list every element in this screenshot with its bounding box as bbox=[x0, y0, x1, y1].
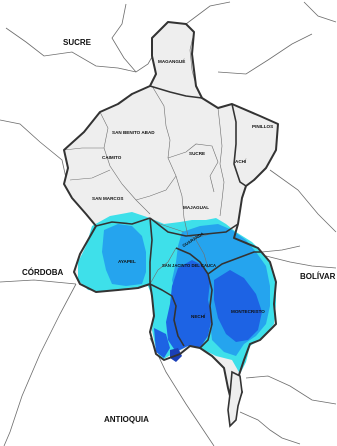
muni-label-san-marcos: SAN MARCOS bbox=[92, 196, 123, 201]
muni-label-san-benito-abad: SAN BENITO ABAD bbox=[112, 130, 155, 135]
subregion-line bbox=[95, 217, 151, 227]
flood-zone-dark bbox=[154, 328, 170, 358]
subregion-line bbox=[149, 283, 185, 347]
boundary-line bbox=[245, 375, 337, 405]
muni-label-majagual: MAJAGUAL bbox=[183, 205, 209, 210]
muni-label-ayapel: AYAPEL bbox=[118, 259, 136, 264]
muni-label-sucre: SUCRE bbox=[189, 151, 205, 156]
muni-line bbox=[217, 107, 225, 217]
muni-label-pinillos: PINILLOS bbox=[252, 124, 273, 129]
subregion-line bbox=[149, 85, 203, 99]
boundary-line bbox=[149, 337, 215, 446]
flood-layers bbox=[78, 212, 276, 374]
boundary-line bbox=[261, 245, 301, 253]
department-labels: SUCRE CÓRDOBA BOLÍVAR ANTIOQUIA bbox=[22, 38, 336, 424]
dept-label-cordoba: CÓRDOBA bbox=[22, 268, 64, 277]
subregion-line bbox=[149, 217, 239, 237]
boundary-line bbox=[0, 119, 67, 179]
muni-label-caimito: CAIMITO bbox=[102, 155, 122, 160]
muni-label-magangue: MAGANGUÉ bbox=[158, 57, 185, 64]
boundary-line bbox=[3, 283, 77, 446]
muni-label-achi: ACHÍ bbox=[235, 157, 247, 164]
muni-line bbox=[167, 143, 219, 193]
dept-label-antioquia: ANTIOQUIA bbox=[104, 415, 149, 424]
dept-label-sucre: SUCRE bbox=[63, 38, 92, 47]
boundary-line bbox=[217, 33, 313, 75]
subregion-line bbox=[175, 247, 213, 349]
region-tail bbox=[227, 370, 243, 428]
flood-zone-dark bbox=[214, 270, 262, 342]
muni-line bbox=[69, 169, 111, 181]
boundary-line bbox=[185, 1, 231, 25]
municipal-boundaries bbox=[63, 31, 239, 285]
muni-label-montecristo: MONTECRISTO bbox=[231, 309, 265, 314]
muni-label-san-jacinto-del-cauca: SAN JACINTO DEL CAUCA bbox=[162, 263, 216, 268]
boundary-line bbox=[5, 27, 157, 73]
boundary-line bbox=[265, 255, 337, 269]
muni-line bbox=[195, 239, 209, 269]
muni-line bbox=[149, 247, 177, 285]
flood-zone-dark bbox=[166, 260, 212, 352]
subregion-line bbox=[149, 217, 153, 284]
muni-label-nechi: NECHÍ bbox=[191, 312, 206, 319]
flood-zone-medium bbox=[102, 224, 146, 286]
dept-label-bolivar: BOLÍVAR bbox=[300, 272, 336, 281]
boundary-line bbox=[111, 3, 137, 73]
boundary-line bbox=[239, 411, 301, 445]
boundary-line bbox=[269, 169, 337, 233]
boundary-line bbox=[0, 279, 77, 285]
muni-line bbox=[135, 175, 177, 201]
region-outline bbox=[63, 21, 279, 421]
boundary-line bbox=[303, 1, 337, 23]
subregion-line bbox=[207, 251, 262, 275]
subregion-line bbox=[231, 103, 247, 187]
subregion-boundaries bbox=[95, 85, 262, 349]
muni-line bbox=[63, 147, 104, 151]
